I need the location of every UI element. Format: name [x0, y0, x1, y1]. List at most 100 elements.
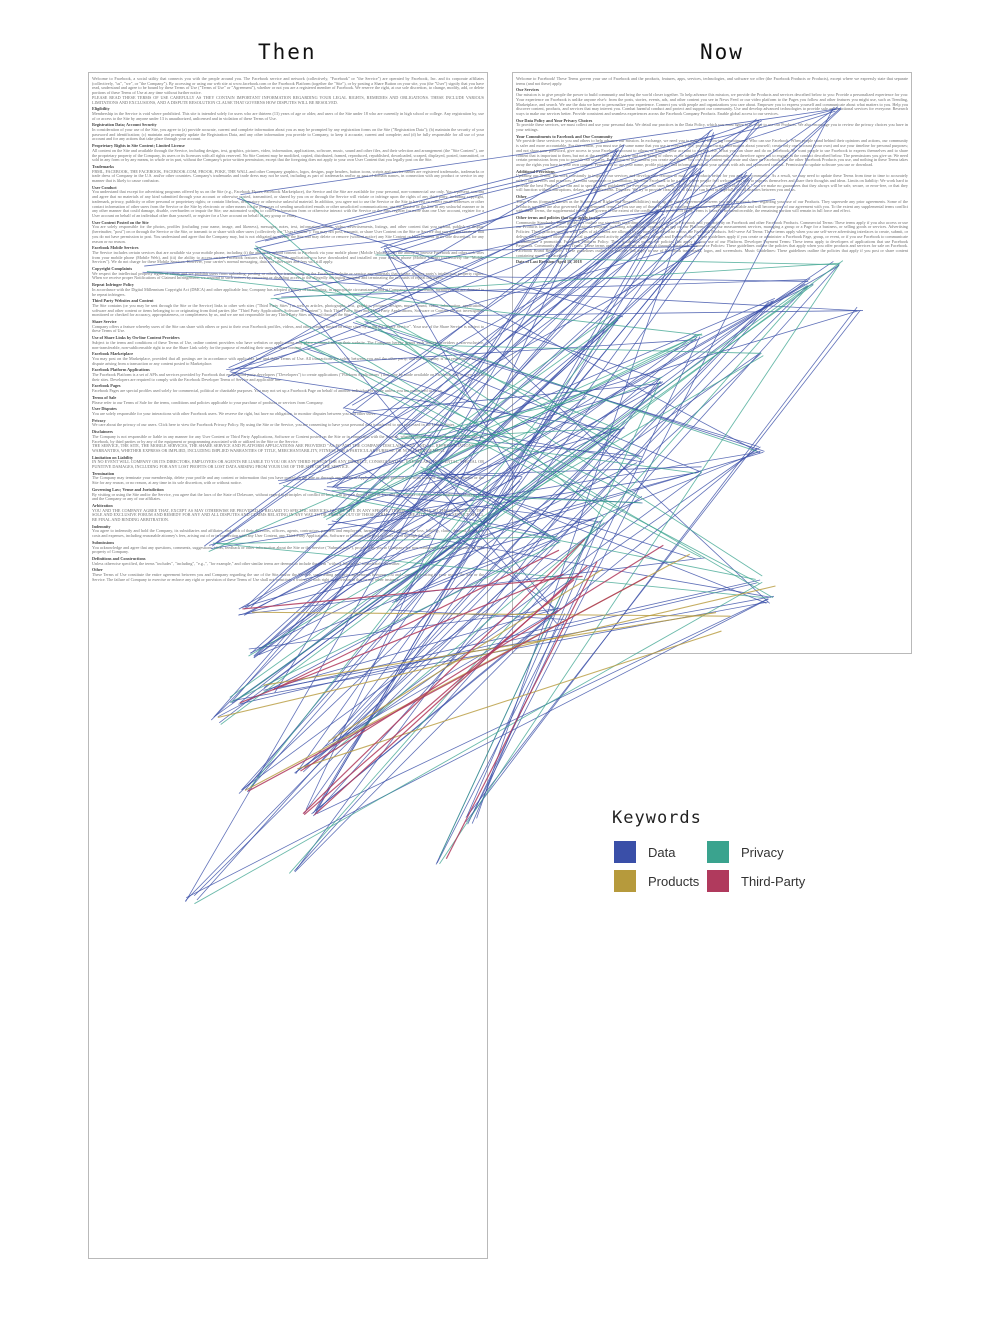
data-link-line — [241, 451, 764, 608]
third-party-link-line — [445, 561, 598, 860]
privacy-link-line — [212, 542, 768, 599]
data-link-line — [256, 247, 556, 612]
then-heading: Definitions and Constructions — [92, 555, 146, 561]
then-paragraph: The Company is not responsible or liable… — [92, 433, 484, 444]
legend-item-data: Data — [614, 841, 675, 863]
then-paragraph: THE SERVICE, THE SITE, THE MOBILE SERVIC… — [92, 443, 484, 453]
legend-label-products: Products — [648, 873, 700, 889]
data-link-line — [384, 164, 698, 250]
then-heading: Use of Share Links by On-line Content Pr… — [92, 335, 180, 341]
data-link-line — [229, 170, 704, 372]
now-heading: Other terms and policies that may apply … — [516, 214, 601, 220]
privacy-link-line — [255, 245, 642, 460]
now-heading: Other — [516, 194, 527, 200]
data-link-line — [259, 248, 661, 380]
then-paragraph: You may post on the Marketplace, provide… — [92, 355, 484, 366]
data-link-line — [274, 151, 618, 693]
data-link-line — [466, 522, 596, 816]
privacy-link-line — [335, 522, 605, 751]
then-heading: User Disputes — [92, 406, 117, 412]
privacy-link-line — [439, 381, 661, 858]
data-link-line — [331, 520, 772, 598]
data-link-line — [241, 495, 643, 791]
data-link-line — [250, 166, 697, 608]
data-link-line — [230, 167, 698, 703]
now-paragraph: Our mission is to give people the power … — [516, 92, 908, 116]
data-link-line — [385, 110, 836, 256]
data-link-line — [250, 319, 619, 654]
data-link-line — [366, 120, 763, 318]
data-link-line — [275, 298, 702, 473]
then-paragraph: By visiting or using the Site and/or the… — [92, 491, 484, 502]
privacy-link-line — [269, 302, 774, 599]
then-column-title: Then — [258, 40, 317, 64]
now-paragraph: Updating our Terms: We work constantly t… — [516, 173, 908, 193]
privacy-link-line — [398, 427, 616, 440]
privacy-link-line — [439, 265, 839, 865]
data-link-line — [185, 598, 769, 899]
data-link-line — [243, 383, 665, 616]
data-link-line — [392, 520, 603, 603]
privacy-link-line — [253, 247, 763, 577]
then-heading: Trademarks — [92, 163, 115, 169]
privacy-link-line — [300, 341, 760, 584]
data-link-line — [237, 197, 624, 318]
data-link-line — [253, 108, 842, 657]
data-link-line — [296, 265, 840, 580]
data-link-line — [142, 271, 858, 312]
then-paragraph: You understand that except for advertisi… — [92, 189, 484, 218]
privacy-link-line — [336, 318, 619, 521]
then-paragraph: Please refer to our Terms of Sale for th… — [92, 399, 324, 405]
then-paragraph: FBML, FACEBOOK, THE FACEBOOK, FACEBOOK.C… — [92, 168, 484, 184]
privacy-link-line — [362, 318, 758, 452]
then-paragraph: Facebook Pages are special profiles used… — [92, 388, 443, 394]
now-heading: Our Data Policy and Your Privacy Choices — [516, 117, 593, 123]
data-link-line — [271, 579, 761, 691]
privacy-link-line — [300, 341, 762, 354]
third-party-swatch — [707, 870, 729, 892]
data-link-line — [185, 144, 625, 902]
then-paragraph: We care about the privacy of our users. … — [92, 422, 456, 428]
then-paragraph: You acknowledge and agree that any quest… — [92, 544, 484, 555]
data-link-line — [465, 309, 861, 818]
data-link-line — [423, 470, 558, 624]
then-heading: Disclaimers — [92, 429, 113, 435]
privacy-link-line — [394, 398, 586, 441]
then-heading: Arbitration — [92, 502, 113, 508]
third-party-link-line — [313, 565, 588, 816]
data-link-line — [228, 164, 700, 369]
then-paragraph: IN NO EVENT WILL COMPANY OR ITS DIRECTOR… — [92, 459, 484, 470]
then-heading: Proprietary Rights in Site Content; Limi… — [92, 143, 185, 149]
legend-item-privacy: Privacy — [707, 841, 784, 863]
products-link-line — [217, 585, 776, 719]
third-party-link-line — [302, 538, 586, 815]
data-link-line — [336, 488, 599, 523]
privacy-link-line — [229, 285, 808, 698]
privacy-link-line — [397, 432, 697, 474]
privacy-link-line — [426, 376, 663, 474]
data-link-line — [264, 134, 716, 242]
third-party-link-line — [300, 544, 664, 772]
privacy-link-line — [270, 262, 841, 300]
data-link-line — [208, 427, 625, 546]
data-link-line — [426, 123, 762, 468]
data-link-line — [304, 316, 620, 576]
then-paragraph: Unless otherwise specified, the terms "i… — [92, 560, 401, 566]
privacy-link-line — [220, 260, 844, 725]
then-heading: Facebook Mobile Services — [92, 245, 139, 251]
then-paragraph: You are solely responsible for your inte… — [92, 411, 377, 416]
then-heading: Third Party Websites and Content — [92, 298, 154, 304]
then-paragraph: PLEASE READ THESE TERMS OF USE CAREFULLY… — [92, 94, 484, 105]
then-heading: Submissions — [92, 539, 115, 545]
privacy-link-line — [298, 340, 640, 499]
third-party-link-line — [242, 575, 583, 610]
products-swatch — [614, 870, 636, 892]
data-link-line — [470, 107, 834, 818]
now-heading: Our Services — [516, 87, 540, 93]
data-link-line — [313, 135, 715, 814]
privacy-link-line — [323, 338, 696, 518]
data-link-line — [332, 301, 769, 741]
data-link-line — [240, 108, 840, 196]
data-link-line — [328, 170, 704, 516]
